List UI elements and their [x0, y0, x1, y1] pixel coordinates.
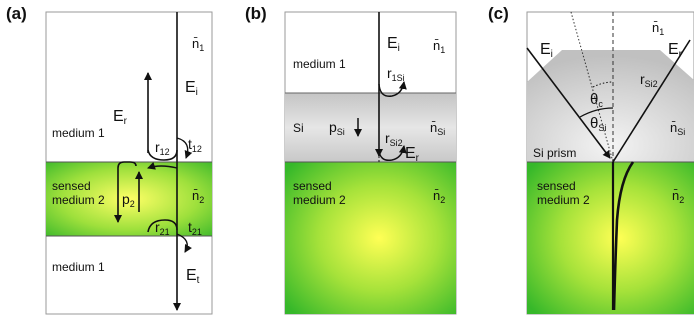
panel-c-theta-si-arc — [579, 107, 614, 118]
panel-a-loop-down — [114, 161, 137, 223]
panel-c-sensed-layer — [527, 162, 694, 314]
panel-a-n2: n̄2 — [192, 188, 204, 205]
panel-c-theta-c: θc — [590, 91, 603, 109]
panel-b-sensed-2: medium 2 — [293, 193, 346, 207]
panel-a-r21: r21 — [155, 219, 170, 237]
panel-c-sensed-2: medium 2 — [537, 193, 590, 207]
panel-c-nSi: n̄Si — [670, 120, 685, 137]
panel-a-t12: t12 — [188, 136, 202, 154]
panel-b: (b) medium 1 Si sensed medium 2 n̄1 n̄Si… — [245, 4, 457, 315]
panel-b-label: (b) — [245, 4, 267, 23]
panel-a-Er: Er — [113, 108, 128, 127]
panel-c-sensed-1: sensed — [537, 179, 576, 193]
panel-b-r1Si-hook — [378, 81, 407, 97]
panel-a-r21-hook — [147, 219, 178, 233]
panel-c-si-prism — [527, 50, 694, 162]
panel-a-sensed-1: sensed — [52, 179, 91, 193]
panel-a-p2: p2 — [122, 191, 135, 209]
panel-b-rSi2-hook — [378, 145, 407, 162]
panel-c-critical-line — [570, 11, 614, 163]
panel-c-label: (c) — [488, 4, 509, 23]
panel-a-label: (a) — [6, 4, 27, 23]
panel-a-sensed-layer — [46, 162, 212, 236]
panel-b-rSi2: rSi2 — [385, 130, 403, 148]
panel-a-sensed-2: medium 2 — [52, 193, 105, 207]
panel-a-medium1-top: medium 1 — [52, 126, 105, 140]
panel-c: (c) Si prism sensed medium 2 n̄1 n̄Si n̄… — [488, 4, 694, 315]
panel-c-incident-ray — [526, 47, 611, 159]
panel-c-Er: Er — [668, 41, 683, 60]
panel-a-t21-arrow — [176, 233, 192, 253]
panel-a-Et: Et — [186, 267, 200, 286]
panel-a-medium1-bottom: medium 1 — [52, 260, 105, 274]
panel-b-si: Si — [293, 121, 304, 135]
panel-a-n1: n̄1 — [192, 36, 204, 53]
panel-a-t12-arrow — [176, 137, 193, 159]
panel-b-Er: Er — [405, 145, 420, 164]
panel-b-Ei: Ei — [387, 35, 400, 54]
panel-c-reflected-ray — [612, 39, 691, 163]
panel-a-r12: r12 — [155, 139, 170, 157]
panel-a-Ei: Ei — [185, 79, 198, 98]
panel-b-n1: n̄1 — [433, 38, 445, 55]
panel-c-Ei: Ei — [540, 41, 553, 60]
panel-b-pSi: pSi — [329, 119, 345, 137]
panel-a-top-reflect — [147, 161, 178, 170]
panel-c-theta-si: θSi — [590, 115, 606, 133]
panel-b-sensed-1: sensed — [293, 179, 332, 193]
panel-b-nSi: n̄Si — [430, 120, 445, 137]
panel-b-r1Si: r1Si — [387, 65, 405, 83]
panel-c-theta-c-arc — [592, 81, 614, 88]
panel-b-medium1: medium 1 — [293, 57, 346, 71]
panel-c-evanescent-curve — [612, 161, 635, 311]
panel-a-t21: t21 — [188, 219, 202, 237]
panel-c-n1: n̄1 — [652, 20, 664, 37]
panel-b-si-layer — [285, 93, 456, 162]
panel-c-n2: n̄2 — [672, 188, 684, 205]
panel-a-r12-hook — [147, 149, 178, 161]
panel-a: (a) medium 1 sensed medium 2 medium 1 n̄… — [6, 4, 213, 315]
panel-b-n2: n̄2 — [433, 188, 445, 205]
panel-c-rSi2: rSi2 — [640, 71, 658, 89]
panel-b-sensed-layer — [285, 162, 456, 314]
panel-c-si-prism-label: Si prism — [533, 146, 576, 160]
